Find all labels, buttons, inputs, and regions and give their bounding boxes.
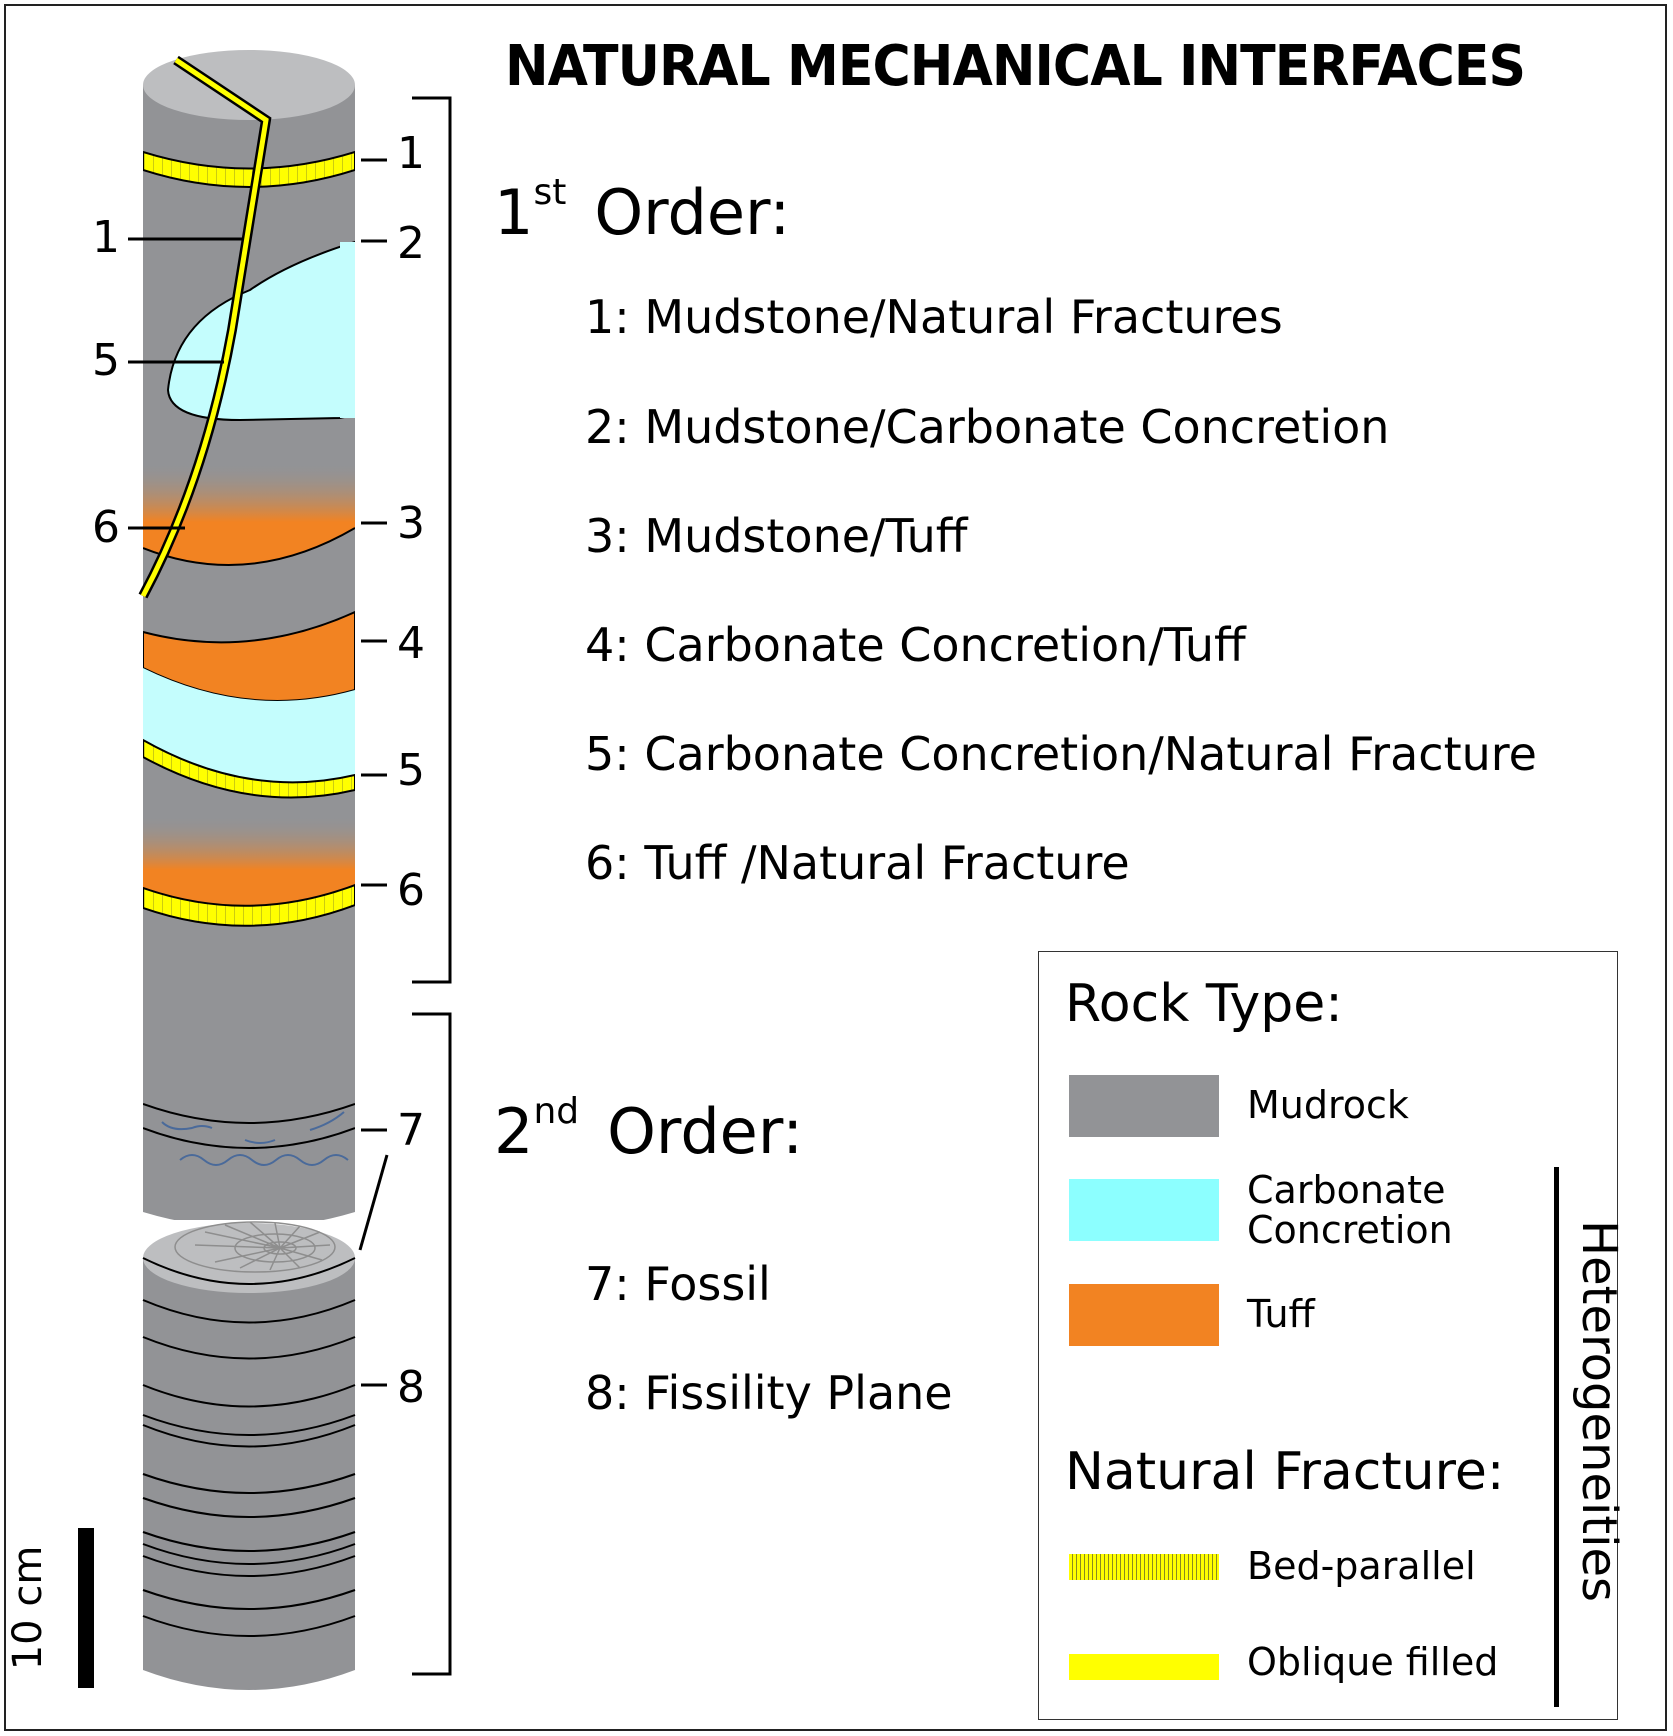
concretion-layer bbox=[143, 668, 355, 783]
legend-fracture-heading: Natural Fracture: bbox=[1065, 1442, 1505, 1502]
second-order-bracket bbox=[412, 1012, 452, 1676]
swatch-oblique-filled bbox=[1069, 1654, 1219, 1680]
fissility-planes bbox=[142, 1299, 356, 1637]
marker-1: 1 bbox=[397, 128, 425, 179]
first-order-bracket bbox=[412, 96, 452, 984]
legend-label-mudrock: Mudrock bbox=[1247, 1083, 1409, 1127]
left-marker-1: 1 bbox=[92, 212, 120, 263]
bed-parallel-fracture-6 bbox=[143, 883, 355, 927]
first-order-suffix: st bbox=[533, 172, 567, 213]
interface-item-3: 3: Mudstone/Tuff bbox=[585, 509, 968, 563]
marker-8: 8 bbox=[397, 1362, 425, 1413]
interface-item-5: 5: Carbonate Concretion/Natural Fracture bbox=[585, 727, 1537, 781]
swatch-tuff bbox=[1069, 1284, 1219, 1346]
upper-core bbox=[143, 85, 355, 1220]
marker-2: 2 bbox=[397, 218, 425, 269]
swatch-carbonate-concretion bbox=[1069, 1179, 1219, 1241]
bedding-line bbox=[143, 1127, 355, 1149]
legend-rock-type-heading: Rock Type: bbox=[1065, 974, 1343, 1034]
marker-7: 7 bbox=[397, 1105, 425, 1156]
heterogeneities-label: Heterogeneities bbox=[1571, 1220, 1627, 1603]
marker-3: 3 bbox=[397, 498, 425, 549]
marker-6: 6 bbox=[397, 865, 425, 916]
heterogeneities-bar bbox=[1554, 1167, 1559, 1707]
tuff-layer-1 bbox=[143, 522, 355, 565]
left-marker-6: 6 bbox=[92, 502, 120, 553]
left-marker-5: 5 bbox=[92, 335, 120, 386]
oblique-fracture bbox=[140, 57, 269, 598]
second-order-suffix: nd bbox=[533, 1091, 580, 1132]
legend-label-oblique-filled: Oblique filled bbox=[1247, 1640, 1499, 1684]
legend-label-bed-parallel: Bed-parallel bbox=[1247, 1544, 1476, 1588]
interface-item-2: 2: Mudstone/Carbonate Concretion bbox=[585, 400, 1390, 454]
first-order-number: 1 bbox=[494, 176, 534, 249]
marker-4: 4 bbox=[397, 618, 425, 669]
swatch-mudrock bbox=[1069, 1075, 1219, 1137]
swatch-bed-parallel bbox=[1069, 1554, 1219, 1580]
ammonite-fossil-icon bbox=[174, 1221, 336, 1273]
left-leaders bbox=[128, 237, 242, 530]
concretion-edge bbox=[340, 242, 355, 418]
bed-parallel-fracture-5 bbox=[143, 738, 355, 799]
second-order-heading: 2nd Order: bbox=[494, 1091, 804, 1168]
second-order-number: 2 bbox=[494, 1095, 534, 1168]
lower-core bbox=[142, 1221, 356, 1690]
scale-bar bbox=[78, 1528, 94, 1688]
interface-item-7: 7: Fossil bbox=[585, 1257, 771, 1311]
figure-frame bbox=[4, 4, 1667, 1731]
second-order-label: Order: bbox=[607, 1095, 804, 1168]
interface-item-4: 4: Carbonate Concretion/Tuff bbox=[585, 618, 1246, 672]
lower-mudrock-body bbox=[143, 1258, 355, 1690]
tuff-fade-3 bbox=[143, 815, 355, 870]
bed-parallel-fracture-1 bbox=[143, 150, 355, 188]
first-order-label: Order: bbox=[594, 176, 791, 249]
first-order-heading: 1st Order: bbox=[494, 172, 791, 249]
interface-item-6: 6: Tuff /Natural Fracture bbox=[585, 836, 1130, 890]
right-leaders bbox=[358, 158, 389, 1387]
marker-5: 5 bbox=[397, 745, 425, 796]
bedding-line bbox=[143, 1103, 355, 1124]
interface-item-1: 1: Mudstone/Natural Fractures bbox=[585, 290, 1283, 344]
tuff-fade-1 bbox=[143, 462, 355, 522]
page-title: NATURAL MECHANICAL INTERFACES bbox=[505, 34, 1526, 99]
legend-label-concretion: Concretion bbox=[1247, 1208, 1453, 1252]
scale-label: 10 cm bbox=[5, 1545, 51, 1671]
legend-label-tuff: Tuff bbox=[1247, 1292, 1315, 1336]
burrow-trace bbox=[161, 1111, 349, 1166]
legend-label-carbonate: Carbonate bbox=[1247, 1168, 1446, 1212]
tuff-layer-3 bbox=[143, 870, 355, 906]
interface-item-8: 8: Fissility Plane bbox=[585, 1366, 953, 1420]
legend: Rock Type: Mudrock Carbonate Concretion … bbox=[1038, 951, 1627, 1720]
